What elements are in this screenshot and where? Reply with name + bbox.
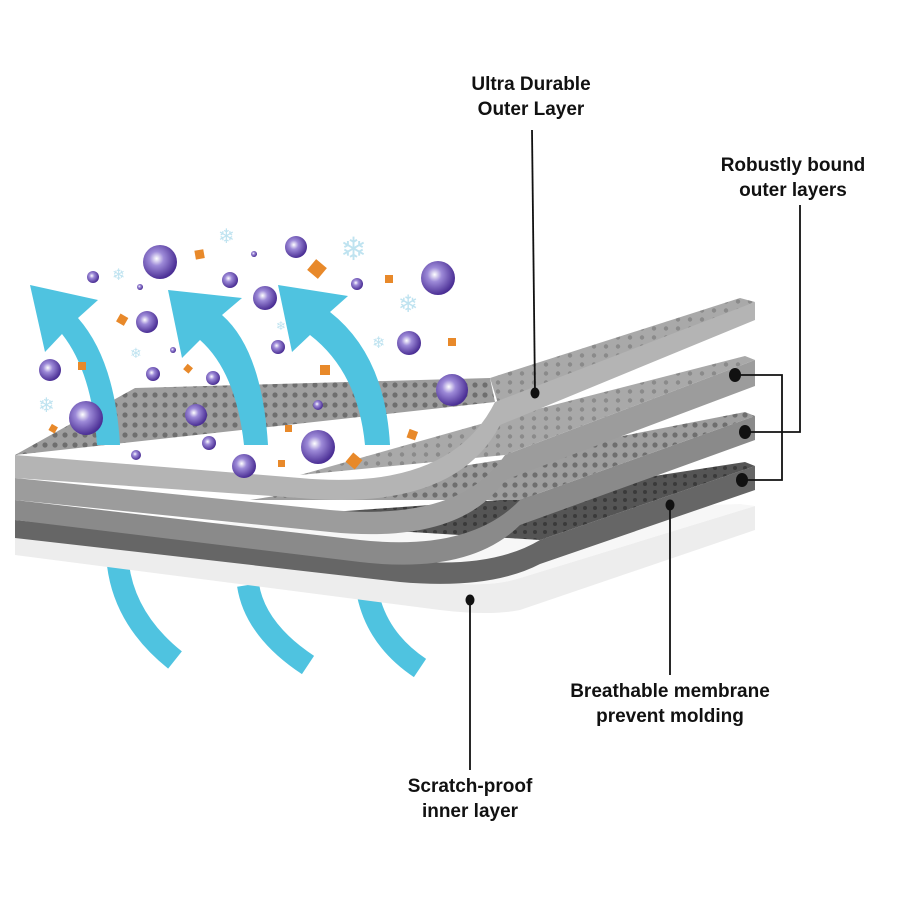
- airflow-arrow-icon: [30, 285, 120, 445]
- snowflake-icon: ❄: [112, 265, 125, 284]
- snowflake-icon: ❄: [130, 346, 142, 362]
- airflow-arrow-icon: [357, 592, 427, 678]
- label-line: prevent molding: [596, 706, 744, 727]
- airflow-arrow-icon: [278, 285, 390, 445]
- snowflake-icon: ❄: [218, 224, 235, 248]
- label-line: outer layers: [739, 180, 847, 201]
- lower-airflow-arrows: [107, 563, 427, 678]
- label-line: Ultra Durable: [471, 74, 591, 95]
- vapor-bubbles: [39, 236, 468, 478]
- snowflake-icon: ❄: [372, 333, 385, 352]
- snowflake-icon: ❄: [276, 319, 286, 333]
- snowflakes: ❄ ❄ ❄ ❄ ❄ ❄ ❄ ❄: [38, 224, 418, 417]
- particles: [48, 249, 456, 470]
- label-line: Scratch-proof: [407, 776, 533, 797]
- label-line: Robustly bound: [720, 155, 866, 176]
- layer-2: [15, 356, 755, 535]
- label-line: Breathable membrane: [570, 681, 770, 702]
- label-line: inner layer: [421, 801, 519, 822]
- snowflake-icon: ❄: [38, 393, 55, 417]
- label-line: Outer Layer: [477, 99, 585, 120]
- airflow-arrow-icon: [107, 563, 183, 669]
- label-outer-layer: Ultra Durable Outer Layer: [471, 72, 590, 122]
- leader-lines: [469, 129, 801, 770]
- label-bound-layers: Robustly bound outer layers: [721, 153, 866, 203]
- airflow-arrow-icon: [168, 290, 268, 445]
- snowflake-icon: ❄: [340, 230, 367, 268]
- airflow-arrow-icon: [237, 582, 315, 675]
- label-membrane: Breathable membrane prevent molding: [570, 679, 770, 729]
- label-inner-layer: Scratch-proof inner layer: [408, 774, 533, 824]
- upper-airflow-arrows: [30, 285, 390, 445]
- snowflake-icon: ❄: [398, 290, 418, 318]
- leader-dots: [465, 368, 751, 606]
